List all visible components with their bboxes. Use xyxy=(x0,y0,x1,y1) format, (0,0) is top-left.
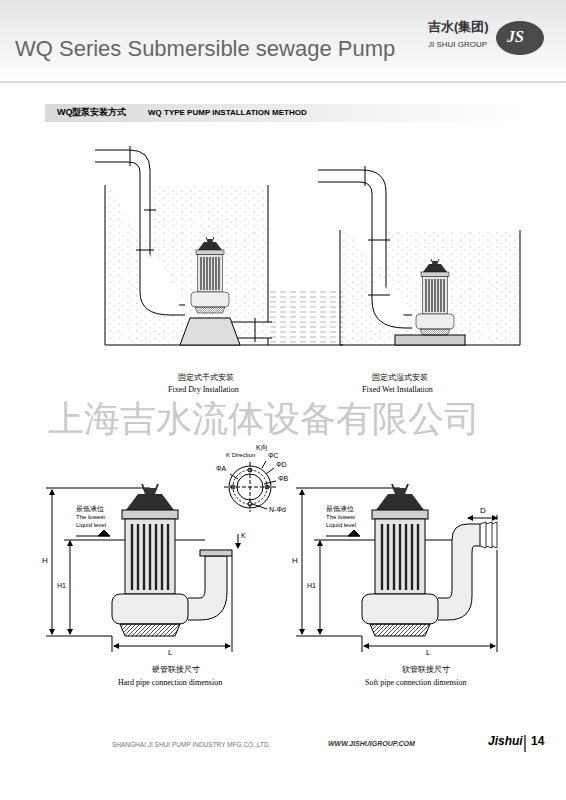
level-label: 最低液位 xyxy=(326,505,354,513)
dimension-label: ΦC xyxy=(268,452,279,460)
dimension-label: ΦD xyxy=(276,461,287,469)
caption: 软管联接尺寸 xyxy=(402,665,450,674)
view-label: K xyxy=(241,532,246,540)
caption: Hard pipe connection dimension xyxy=(118,678,222,687)
dimension-label: ΦB xyxy=(278,475,288,483)
dry-installation xyxy=(95,146,343,345)
dimension-label: N-Φd xyxy=(269,506,286,514)
dimension-label: H xyxy=(42,556,48,565)
caption: Fixed Dry Installation xyxy=(168,385,239,394)
dimension-label: L xyxy=(168,648,172,657)
dimension-label: D xyxy=(480,506,486,515)
view-label: K Direction xyxy=(226,452,255,459)
section-heading: WQ TYPE PUMP INSTALLATION METHOD xyxy=(148,108,307,117)
page-number: 14 xyxy=(531,735,544,749)
footer-company: SHANGHAI JI SHUI PUMP INDUSTRY MFG.CO.,L… xyxy=(112,741,270,748)
page-title: WQ Series Submersible sewage Pump xyxy=(15,36,395,61)
caption: 硬管联接尺寸 xyxy=(152,665,200,674)
dimension-label: ΦA xyxy=(216,465,226,473)
dimension-label: L xyxy=(426,648,430,657)
logo-text: JI SHUI GROUP xyxy=(428,40,487,49)
watermark: 上海吉水流体设备有限公司 xyxy=(48,398,480,439)
caption: 固定式湿式安装 xyxy=(372,373,428,382)
caption: Soft pipe connection dimension xyxy=(365,678,467,687)
level-label: Liquid level xyxy=(76,522,106,529)
dimension-label: H1 xyxy=(306,582,317,590)
level-label: Liquid level xyxy=(326,522,356,529)
logo-text: 吉水(集团) xyxy=(428,20,489,35)
wet-installation xyxy=(318,166,520,345)
caption: Fixed Wet Installation xyxy=(362,385,433,394)
dimension-label: H1 xyxy=(56,582,67,590)
level-label: 最低液位 xyxy=(76,505,104,513)
logo-mark: JS xyxy=(507,28,524,46)
dimension-label: H xyxy=(292,556,298,565)
view-label: K向 xyxy=(256,444,268,452)
level-label: The lowest xyxy=(326,514,355,521)
level-label: The lowest xyxy=(76,514,105,521)
footer-url: WWW.JISHUIGROUP.COM xyxy=(328,740,415,748)
footer-brand: Jishui xyxy=(488,735,523,749)
flange-view xyxy=(224,461,276,512)
section-heading: WQ型泵安装方式 xyxy=(57,107,127,117)
caption: 固定式干式安装 xyxy=(178,373,234,382)
